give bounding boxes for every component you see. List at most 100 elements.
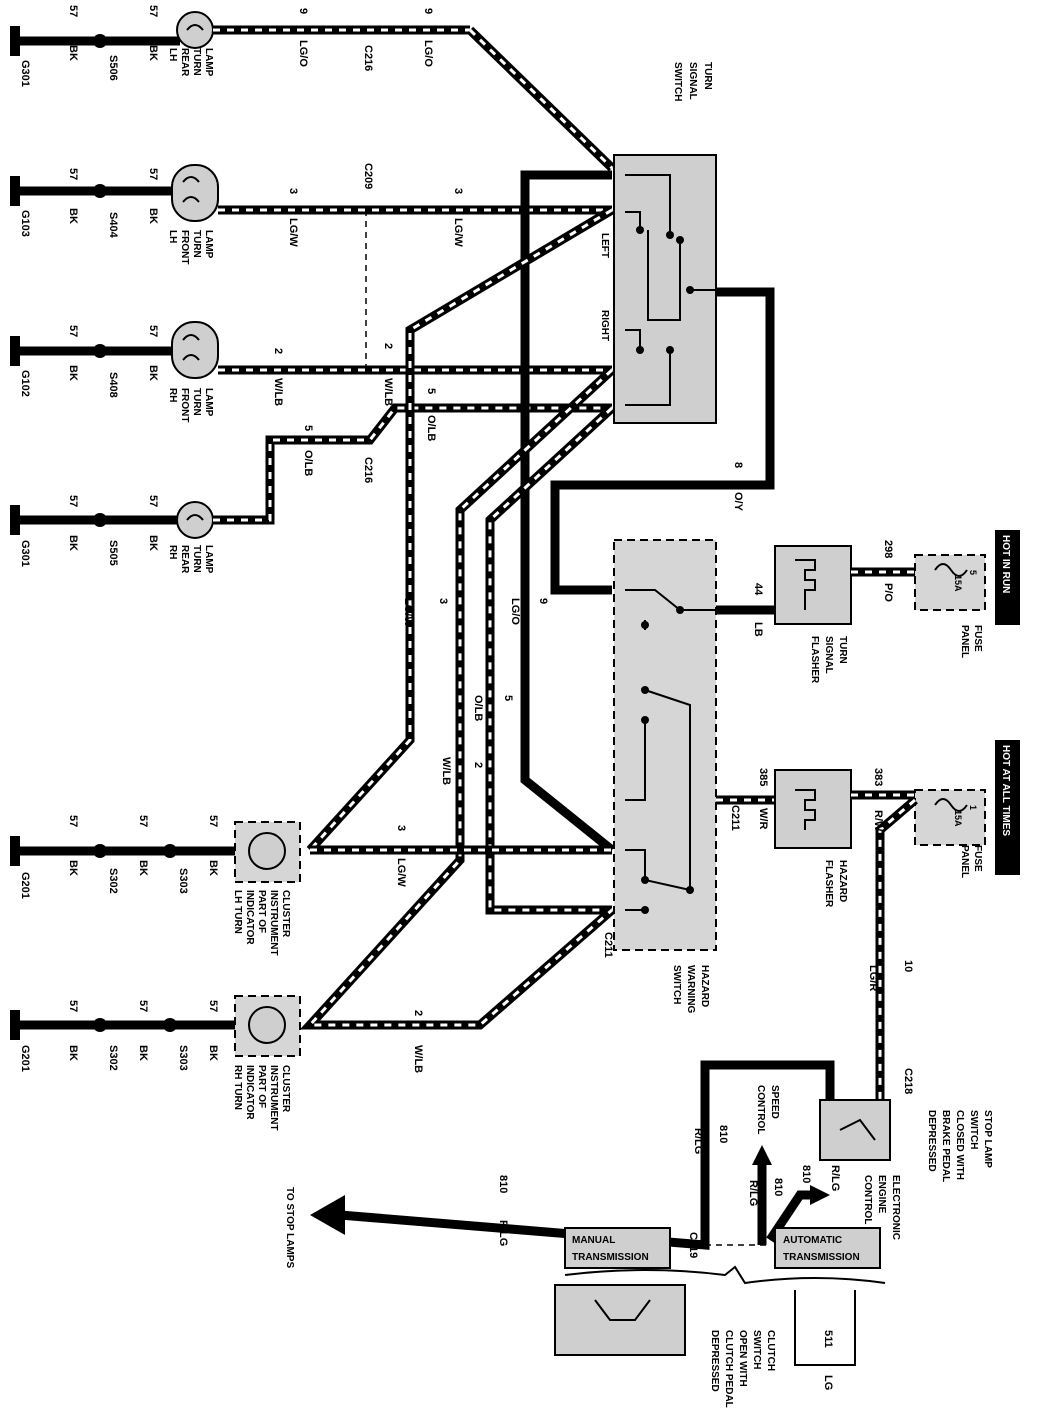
speed-control-label: CONTROL bbox=[755, 1085, 766, 1134]
ground-symbol bbox=[10, 505, 20, 535]
lamp-label: FRONT bbox=[179, 230, 190, 264]
lamp-label: FRONT bbox=[179, 388, 190, 422]
stop-lamp-switch-label: STOP LAMP bbox=[982, 1110, 993, 1168]
wire-color: LG/W bbox=[287, 218, 299, 247]
clutch-switch-label: CLUTCH bbox=[765, 1330, 776, 1371]
clutch-switch-label: DEPRESSED bbox=[709, 1330, 720, 1392]
wire-number: 3 bbox=[437, 598, 449, 604]
indicator-label: PART OF bbox=[256, 890, 267, 933]
circuit-number: 57 bbox=[147, 168, 159, 180]
right-label: RIGHT bbox=[599, 310, 610, 341]
to-stop-lamps-arrow-icon bbox=[310, 1195, 345, 1235]
dual-filament-bulb-icon bbox=[171, 321, 219, 379]
wire-color: BK bbox=[137, 860, 149, 876]
wire-number: 5 bbox=[302, 425, 314, 431]
wire-number: 2 bbox=[472, 762, 484, 768]
ground-label: G103 bbox=[19, 210, 31, 237]
wire-color: W/LB bbox=[382, 378, 394, 406]
wire-color: LG/O bbox=[509, 598, 521, 625]
speed-control-label: SPEED bbox=[769, 1085, 780, 1119]
circuit-number: 57 bbox=[207, 815, 219, 827]
wire-number: 810 bbox=[497, 1175, 509, 1193]
lamp-row-lh-rear bbox=[10, 11, 616, 172]
fuse-panel-title: FUSE bbox=[972, 845, 983, 872]
hot-in-run-label: HOT IN RUN bbox=[1000, 535, 1011, 593]
turn-flasher-title: SIGNAL bbox=[823, 636, 834, 674]
indicator-label: RH TURN bbox=[232, 1065, 243, 1110]
circuit-number: 57 bbox=[67, 325, 79, 337]
automatic-transmission-label-box bbox=[774, 1227, 881, 1269]
circuit-number: 57 bbox=[147, 325, 159, 337]
splice-label: S302 bbox=[107, 868, 119, 894]
ground-symbol bbox=[10, 836, 20, 866]
wire-color: P/O bbox=[882, 583, 894, 602]
wire-color: R/LG bbox=[747, 1180, 759, 1206]
lamp-label: REAR bbox=[179, 545, 190, 574]
splice-label: S302 bbox=[107, 1045, 119, 1071]
wire-number: 44 bbox=[752, 583, 764, 596]
wire-color: BK bbox=[147, 208, 159, 224]
circuit-number: 57 bbox=[147, 495, 159, 507]
wire-color: BK bbox=[67, 45, 79, 61]
hot-in-run-badge bbox=[995, 530, 1020, 625]
connector-label: C216 bbox=[362, 45, 374, 71]
manual-transmission-label: MANUAL bbox=[572, 1235, 615, 1246]
wire-number: 298 bbox=[882, 540, 894, 558]
wire-color: LG/W bbox=[395, 858, 407, 887]
wire-number: 810 bbox=[717, 1125, 729, 1143]
turn-switch-title: TURN bbox=[702, 62, 713, 90]
wire-color: O/Y bbox=[732, 492, 744, 512]
wire-color: R/LG bbox=[497, 1220, 509, 1246]
wire-number: 2 bbox=[412, 1010, 424, 1016]
circuit-number: 57 bbox=[147, 5, 159, 17]
wire-number: 2 bbox=[272, 348, 284, 354]
splice-label: S408 bbox=[107, 372, 119, 398]
turn-switch-title: SWITCH bbox=[672, 62, 683, 101]
wire-color: W/LB bbox=[272, 378, 284, 406]
fuse-panel-title: PANEL bbox=[959, 625, 970, 658]
ground-label: G201 bbox=[19, 872, 31, 899]
wire-color: O/LB bbox=[302, 450, 314, 476]
wire-color: LG/W bbox=[402, 598, 414, 627]
wire-color: LG/W bbox=[452, 218, 464, 247]
lamp-label: TURN bbox=[191, 48, 202, 76]
wire-number: 10 bbox=[902, 960, 914, 972]
rh-turn-indicator bbox=[10, 995, 301, 1057]
automatic-transmission-label: TRANSMISSION bbox=[783, 1252, 860, 1263]
splice-label: S505 bbox=[107, 540, 119, 566]
wire-color: BK bbox=[137, 1045, 149, 1061]
ground-label: G102 bbox=[19, 370, 31, 397]
fuse-amp: 15A bbox=[953, 575, 963, 592]
lamp-label: REAR bbox=[179, 48, 190, 77]
eec-label: ELECTRONIC bbox=[890, 1175, 901, 1240]
wire-number: 810 bbox=[800, 1165, 812, 1183]
arrow-right-icon bbox=[810, 1185, 830, 1205]
hazard-warning-switch-box bbox=[613, 539, 717, 951]
wire-color: BK bbox=[67, 1045, 79, 1061]
fuse-number: 1 bbox=[968, 805, 978, 810]
fuse-amp: 15A bbox=[953, 810, 963, 827]
wire-number: 383 bbox=[872, 768, 884, 786]
fuse-panel-title: FUSE bbox=[972, 625, 983, 652]
indicator-label: CLUSTER bbox=[280, 890, 291, 938]
splice-label: S303 bbox=[177, 1045, 189, 1071]
lamp-row-lh-front bbox=[10, 164, 612, 222]
indicator-label: CLUSTER bbox=[280, 1065, 291, 1113]
lamp-label: LAMP bbox=[203, 48, 214, 77]
wire-color: R/LG bbox=[692, 1128, 704, 1154]
fuse-block-all-times bbox=[914, 789, 986, 846]
wire-color: LG/O bbox=[297, 40, 309, 67]
wire-number: 3 bbox=[452, 188, 464, 194]
circuit-number: 57 bbox=[137, 815, 149, 827]
lamp-label: TURN bbox=[191, 545, 202, 573]
wire-color: BK bbox=[147, 365, 159, 381]
wire-color: BK bbox=[147, 45, 159, 61]
hot-at-all-times-label: HOT AT ALL TIMES bbox=[1000, 745, 1011, 836]
ground-label: G301 bbox=[19, 540, 31, 567]
circuit-number: 57 bbox=[67, 495, 79, 507]
hazard-flasher-title: FLASHER bbox=[823, 860, 834, 908]
wire-number: 9 bbox=[537, 598, 549, 604]
ground-label: G201 bbox=[19, 1045, 31, 1072]
wire-color: LG/O bbox=[422, 40, 434, 67]
wire-number: 3 bbox=[395, 825, 407, 831]
